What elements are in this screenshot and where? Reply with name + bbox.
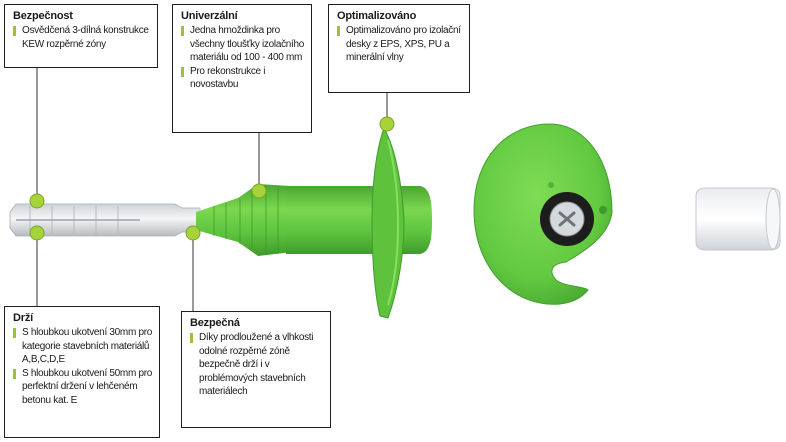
callout-title: Drží <box>13 312 33 324</box>
callout-markers <box>29 116 395 241</box>
callout-univerzalni: Univerzální Jedna hmoždinka pro všechny … <box>172 4 312 133</box>
callout-item: Optimalizováno pro izolační desky z EPS,… <box>337 24 463 65</box>
dowel-disc-side <box>371 126 405 319</box>
foam-plug <box>695 187 781 251</box>
callout-item: Jedna hmoždinka pro všechny tloušťky izo… <box>181 24 305 65</box>
callout-item: Díky prodloužené a vlhkosti odolné rozpě… <box>190 331 324 399</box>
callout-item: Osvědčená 3-dílná konstrukce KEW rozpěrn… <box>13 24 151 51</box>
callout-title: Univerzální <box>181 10 238 22</box>
leader-lines <box>36 67 388 311</box>
callout-item: S hloubkou ukotvení 50mm pro perfektní d… <box>13 367 153 408</box>
dowel-sleeve <box>9 203 201 237</box>
dowel-disc-front <box>473 123 613 305</box>
callout-title: Optimalizováno <box>337 10 417 22</box>
callout-item: S hloubkou ukotvení 30mm pro kategorie s… <box>13 326 153 367</box>
callout-title: Bezpečná <box>190 317 240 329</box>
callout-drzi: Drží S hloubkou ukotvení 30mm pro katego… <box>4 306 160 438</box>
callout-title: Bezpečnost <box>13 10 73 22</box>
callout-bezpecna: Bezpečná Díky prodloužené a vlhkosti odo… <box>181 311 331 428</box>
callout-bezpecnost: Bezpečnost Osvědčená 3-dílná konstrukce … <box>4 4 158 68</box>
callout-optimalizovano: Optimalizováno Optimalizováno pro izolač… <box>328 4 470 93</box>
callout-item: Pro rekonstrukce i novostavbu <box>181 65 305 92</box>
